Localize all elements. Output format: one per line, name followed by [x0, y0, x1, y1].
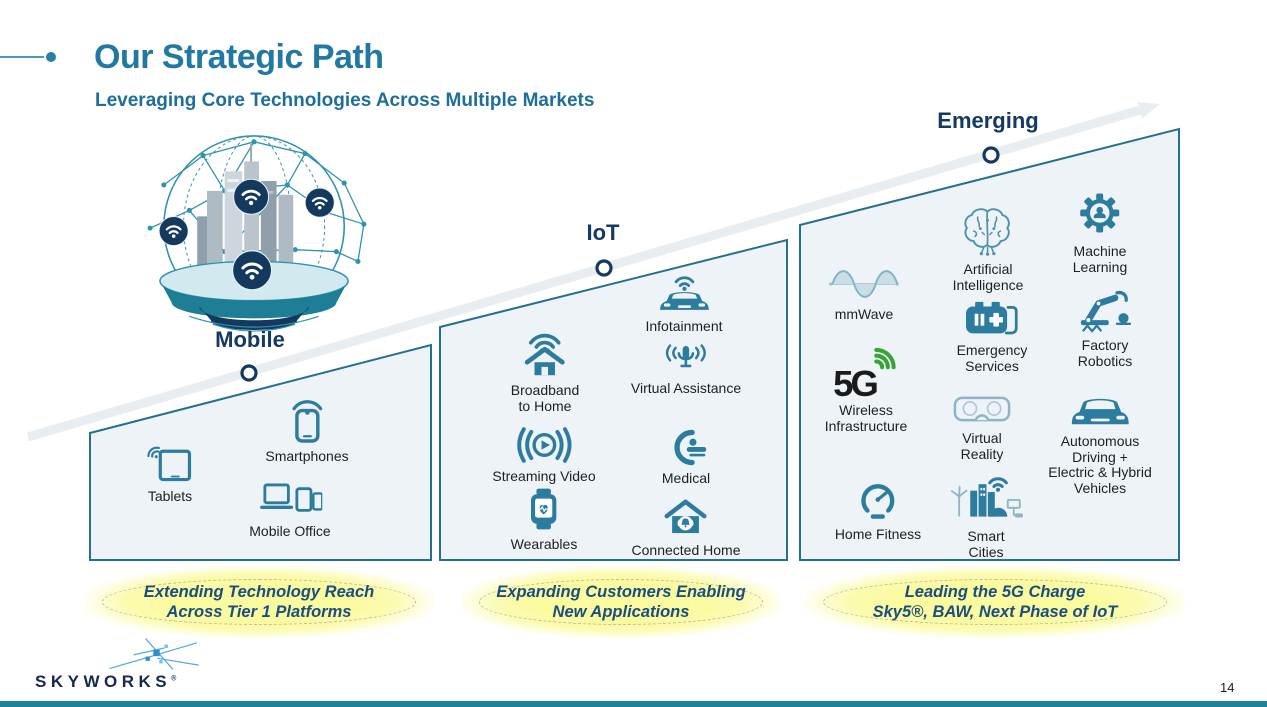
- item-label: Broadband to Home: [510, 382, 580, 414]
- item-label: Virtual Reality: [960, 430, 1004, 462]
- caption-iot: Expanding Customers Enabling New Applica…: [461, 566, 781, 638]
- item-factory-robotics: Factory Robotics: [1074, 285, 1136, 369]
- emerging-milestone-circle: [982, 146, 1000, 164]
- item-label: Streaming Video: [492, 468, 596, 484]
- caption-mobile: Extending Technology Reach Across Tier 1…: [84, 566, 434, 638]
- smartwatch-icon: [531, 488, 557, 530]
- iot-milestone-circle: [595, 259, 613, 277]
- tablet-wifi-icon: [147, 446, 192, 482]
- item-tablets: Tablets: [147, 438, 193, 505]
- item-label: Medical: [661, 470, 711, 486]
- item-label: Emergency Services: [956, 342, 1028, 374]
- item-autonomous-driving: Autonomous Driving + Electric & Hybrid V…: [1048, 393, 1152, 496]
- robot-arm-icon: [1081, 290, 1132, 333]
- 5g-text: 5G: [833, 363, 877, 398]
- item-wearables: Wearables: [510, 486, 578, 553]
- item-label: Artificial Intelligence: [952, 261, 1024, 293]
- item-broadband-to-home: Broadband to Home: [510, 326, 580, 414]
- car-wifi-icon: [659, 276, 709, 310]
- mobile-milestone-circle: [240, 364, 258, 382]
- item-connected-home: Connected Home: [631, 496, 741, 559]
- caption-emerging: Leading the 5G Charge Sky5®, BAW, Next P…: [805, 566, 1185, 638]
- smartphone-wifi-icon: [292, 400, 322, 443]
- wifi-badges: [158, 178, 335, 291]
- item-label: Mobile Office: [249, 523, 331, 539]
- logo-registered-mark: ®: [171, 675, 177, 683]
- connected-home-icon: [665, 499, 707, 534]
- item-label: Connected Home: [631, 542, 741, 558]
- gauge-icon: [861, 484, 895, 519]
- item-smartphones: Smartphones: [265, 400, 349, 465]
- item-home-fitness: Home Fitness: [835, 479, 921, 543]
- item-virtual-reality: Virtual Reality: [953, 394, 1011, 462]
- caption-text: Leading the 5G Charge Sky5®, BAW, Next P…: [872, 583, 1118, 621]
- title-accent-dot: [46, 52, 56, 62]
- smart-city-icon: [950, 477, 1024, 518]
- autonomous-car-icon: [1071, 398, 1129, 425]
- item-label: Machine Learning: [1072, 243, 1128, 275]
- ai-brain-icon: [964, 208, 1011, 256]
- streaming-video-icon: [516, 427, 572, 463]
- item-artificial-intelligence: Artificial Intelligence: [952, 205, 1024, 293]
- item-label: Infotainment: [645, 318, 723, 334]
- vr-headset-icon: [953, 396, 1011, 422]
- caption-ellipse: [823, 579, 1167, 625]
- skyworks-logo: SKYWORKS®: [35, 636, 265, 698]
- caption-text: Extending Technology Reach Across Tier 1…: [143, 583, 375, 621]
- item-label: Wearables: [510, 536, 578, 552]
- item-label: mmWave: [834, 306, 894, 322]
- item-smart-cities: Smart Cities: [948, 474, 1024, 560]
- item-emergency-services: Emergency Services: [956, 296, 1028, 374]
- item-label: Factory Robotics: [1077, 337, 1133, 369]
- panel-title-iot: IoT: [586, 220, 620, 245]
- item-virtual-assistance: Virtual Assistance: [631, 342, 741, 397]
- page-subtitle: Leveraging Core Technologies Across Mult…: [95, 90, 595, 111]
- emerging-panel-shape: [799, 127, 1180, 561]
- globe-bowl: [159, 260, 349, 332]
- caption-ellipse: [479, 579, 763, 625]
- item-label: Smart Cities: [967, 528, 1005, 560]
- house-wifi-icon: [525, 333, 565, 376]
- item-wireless-infrastructure: 5G Wireless Infrastructure: [825, 348, 907, 434]
- footer-accent-bar: [0, 701, 1267, 707]
- item-mmwave: mmWave: [827, 266, 901, 323]
- mobile-office-icon: [259, 483, 322, 512]
- first-aid-kit-icon: [966, 301, 1019, 335]
- gear-person-icon: [1080, 193, 1120, 233]
- growth-arrow: [26, 102, 1160, 442]
- item-label: Wireless Infrastructure: [824, 402, 908, 434]
- medical-scanner-icon: [674, 429, 707, 466]
- page-title: Our Strategic Path: [94, 38, 384, 76]
- caption-text: Expanding Customers Enabling New Applica…: [496, 583, 746, 621]
- mmwave-icon: [829, 270, 899, 298]
- item-medical: Medical: [662, 429, 710, 487]
- voice-assistant-icon: [665, 344, 707, 368]
- panel-title-mobile: Mobile: [215, 327, 285, 352]
- item-label: Virtual Assistance: [630, 380, 742, 396]
- skyworks-starburst-icon: [109, 638, 199, 670]
- iot-panel-shape: [439, 238, 788, 561]
- item-label: Home Fitness: [834, 526, 922, 542]
- item-label: Autonomous Driving + Electric & Hybrid V…: [1048, 433, 1152, 496]
- item-label: Tablets: [147, 488, 193, 504]
- logo-wordmark: SKYWORKS®: [35, 672, 177, 691]
- item-streaming-video: Streaming Video: [492, 426, 596, 485]
- caption-ellipse: [102, 579, 416, 625]
- item-label: Smartphones: [265, 448, 349, 464]
- item-machine-learning: Machine Learning: [1072, 187, 1128, 275]
- mobile-panel-shape: [89, 343, 432, 561]
- item-infotainment: Infotainment: [645, 274, 723, 335]
- page-number: 14: [1220, 680, 1235, 695]
- panel-title-emerging: Emerging: [937, 108, 1039, 133]
- connected-city-globe-graphic: [147, 135, 367, 332]
- item-mobile-office: Mobile Office: [249, 481, 331, 540]
- 5g-logo-icon: 5G: [833, 348, 896, 398]
